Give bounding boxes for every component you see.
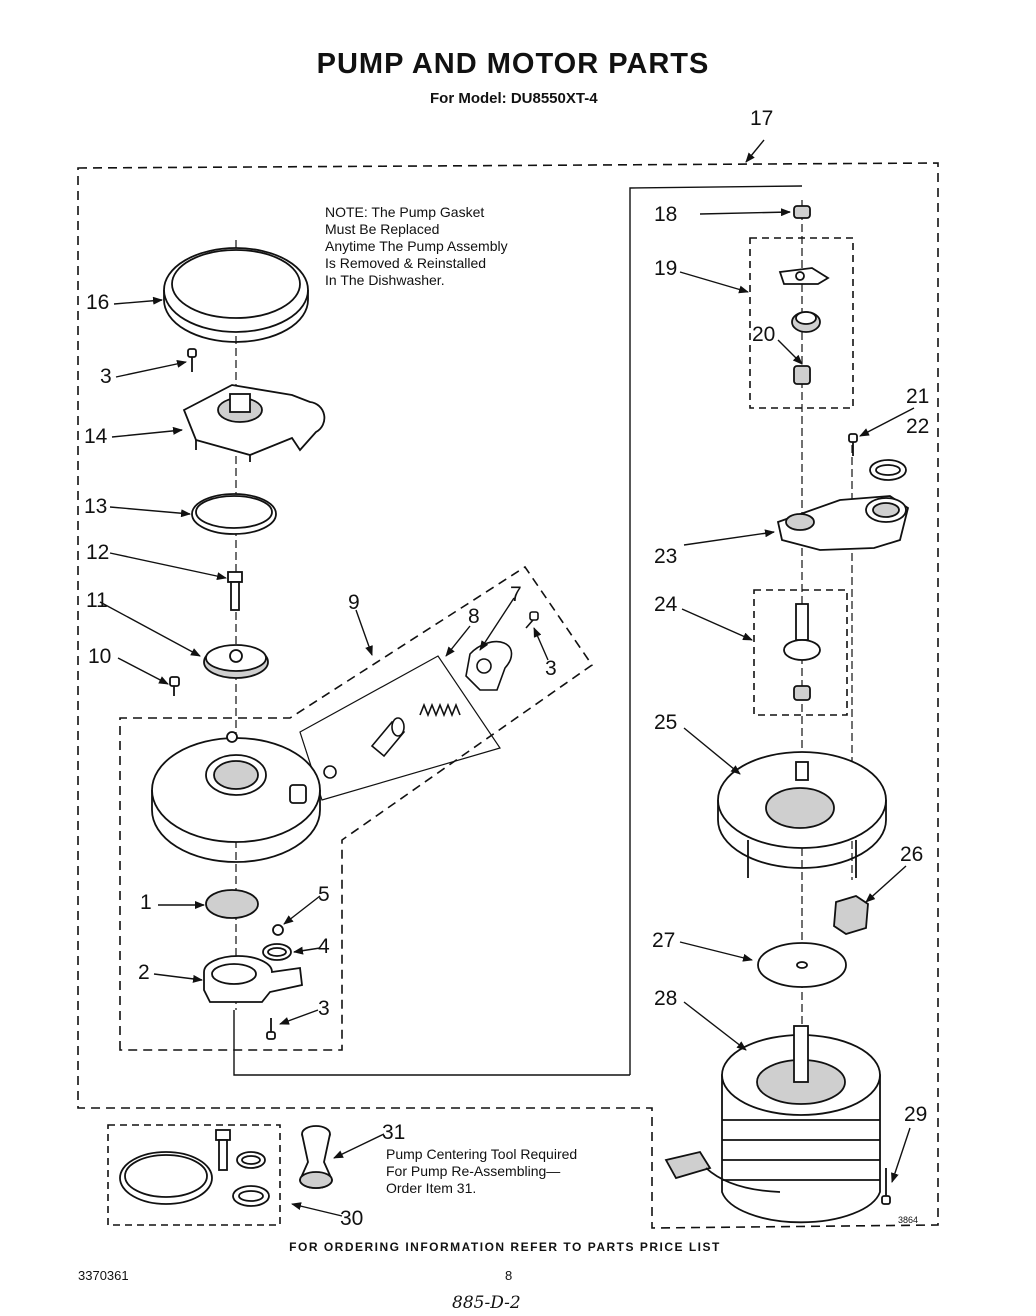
bearing-18 xyxy=(793,205,811,219)
kit-30-box xyxy=(107,1124,281,1226)
seal-4 xyxy=(262,943,292,961)
callout-3-valve: 3 xyxy=(545,657,557,680)
kit-seal-small xyxy=(236,1151,266,1169)
model-subtitle: For Model: DU8550XT-4 xyxy=(430,90,598,107)
callout-29: 29 xyxy=(904,1103,928,1126)
page-title: PUMP AND MOTOR PARTS xyxy=(316,48,710,80)
motor-mount-25 xyxy=(717,751,887,878)
screw-3-top xyxy=(187,348,197,372)
callout-19: 19 xyxy=(654,257,678,280)
callout-14: 14 xyxy=(84,425,108,448)
assembly-boundary-17 xyxy=(77,162,939,1229)
grommet-22 xyxy=(869,459,907,481)
group-24-box xyxy=(753,589,848,716)
pump-gasket-16 xyxy=(163,247,309,343)
kit-seal-large xyxy=(232,1185,270,1207)
callout-12: 12 xyxy=(86,541,110,564)
ordering-footer: FOR ORDERING INFORMATION REFER TO PARTS … xyxy=(289,1240,721,1254)
tool-note-line: Pump Centering Tool Required xyxy=(386,1146,578,1162)
motor-column-frame xyxy=(629,185,803,1075)
callout-20: 20 xyxy=(752,323,776,346)
callout-4: 4 xyxy=(318,935,330,958)
shaft-24 xyxy=(783,603,821,701)
tool-note-line: Order Item 31. xyxy=(386,1180,477,1196)
screw-10 xyxy=(169,676,180,696)
valve-plunger xyxy=(370,717,406,758)
callout-30: 30 xyxy=(340,1207,364,1230)
callout-5: 5 xyxy=(318,883,330,906)
callout-23: 23 xyxy=(654,545,678,568)
ball-5 xyxy=(272,924,284,936)
impeller-bolt-12 xyxy=(227,571,243,611)
slinger-27 xyxy=(757,942,847,988)
callout-2: 2 xyxy=(138,961,150,984)
clip-19 xyxy=(778,267,830,285)
screw-3-bottom xyxy=(266,1018,276,1040)
switch-26 xyxy=(833,895,869,935)
note-line: NOTE: The Pump Gasket xyxy=(325,204,485,220)
note-line: Anytime The Pump Assembly xyxy=(325,238,508,254)
valve-body-8 xyxy=(465,640,513,691)
pump-ring-13 xyxy=(191,493,277,535)
callout-1: 1 xyxy=(140,891,152,914)
callout-26: 26 xyxy=(900,843,924,866)
centering-tool-31 xyxy=(299,1125,333,1189)
callout-11: 11 xyxy=(86,589,108,612)
callout-27: 27 xyxy=(652,929,676,952)
note-line: Must Be Replaced xyxy=(325,221,440,237)
kit-gasket xyxy=(119,1151,213,1205)
screw-3-valve xyxy=(525,611,539,629)
callout-17: 17 xyxy=(750,107,774,130)
spring xyxy=(419,702,461,718)
centering-tool-note: Pump Centering Tool Required For Pump Re… xyxy=(386,1146,577,1197)
pump-housing-group-frame xyxy=(119,565,594,1051)
spring-coupler xyxy=(791,311,821,333)
valve-ball xyxy=(323,765,337,779)
impeller-11 xyxy=(203,644,269,679)
motor-bracket-23 xyxy=(776,495,910,551)
note-line: Is Removed & Reinstalled xyxy=(325,255,487,271)
screw-29 xyxy=(881,1168,891,1205)
pump-cover-14 xyxy=(182,384,326,462)
callout-13: 13 xyxy=(84,495,108,518)
filter-disc-1 xyxy=(205,889,259,919)
callout-9: 9 xyxy=(348,591,360,614)
pump-housing xyxy=(151,731,321,863)
callout-31: 31 xyxy=(382,1121,406,1144)
drawing-id: 3864 xyxy=(898,1215,919,1225)
callout-7: 7 xyxy=(510,583,522,606)
page-number: 8 xyxy=(505,1268,513,1283)
bushing-20 xyxy=(793,365,811,385)
gasket-note: NOTE: The Pump Gasket Must Be Replaced A… xyxy=(325,204,565,289)
callout-16: 16 xyxy=(86,291,110,314)
document-number: 3370361 xyxy=(78,1268,129,1283)
callout-18: 18 xyxy=(654,203,678,226)
motor-28 xyxy=(664,1025,881,1224)
callout-24: 24 xyxy=(654,593,678,616)
handwritten-annotation: 885-D-2 xyxy=(452,1293,521,1313)
callout-3-bottom: 3 xyxy=(318,997,330,1020)
callout-22: 22 xyxy=(906,415,930,438)
screw-21 xyxy=(848,433,858,456)
kit-bolt xyxy=(215,1129,231,1171)
callout-28: 28 xyxy=(654,987,678,1010)
callout-10: 10 xyxy=(88,645,112,668)
callout-25: 25 xyxy=(654,711,678,734)
callout-8: 8 xyxy=(468,605,480,628)
callout-21: 21 xyxy=(906,385,930,408)
tool-note-line: For Pump Re-Assembling— xyxy=(386,1163,561,1179)
callout-3-top: 3 xyxy=(100,365,112,388)
note-line: In The Dishwasher. xyxy=(325,272,445,288)
housing-base-2 xyxy=(203,955,303,1003)
